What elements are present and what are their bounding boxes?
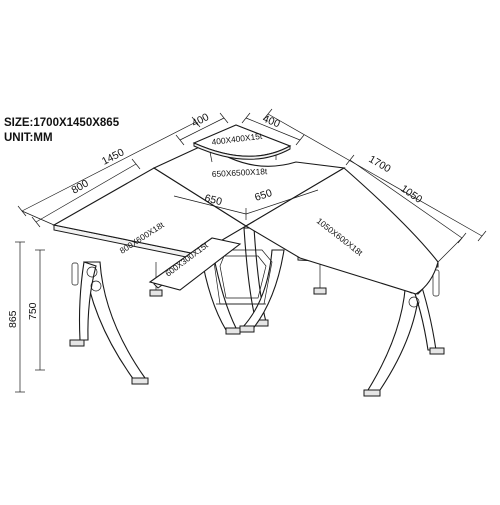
dim-650-right-line — [245, 189, 319, 215]
left-grommet-bottom — [90, 280, 102, 292]
cpu-stand-inner — [219, 255, 267, 299]
dim-400-left-tick-a — [175, 134, 185, 146]
right-desktop-top — [244, 167, 439, 295]
keyboard-tray — [148, 237, 242, 291]
dim-1700-tick-b — [477, 230, 487, 242]
foot-inner-left — [225, 327, 241, 335]
dim-1450-tick-b — [191, 116, 201, 128]
desktop-tops — [52, 143, 439, 295]
shelf-post-left — [209, 151, 213, 163]
corner-shelf-edge — [193, 142, 291, 160]
corner-shelf — [192, 124, 292, 163]
dimension-lines — [15, 108, 487, 393]
left-grommet-top — [86, 266, 98, 278]
right-side-handle — [432, 269, 440, 297]
dim-1700-tick-a — [263, 108, 273, 120]
right-grommet-bottom — [408, 296, 420, 308]
dim-800-tick-b — [131, 158, 141, 170]
dim-650-left-label: 650 — [203, 192, 223, 208]
dim-1700-line — [267, 113, 483, 237]
dim-400-left-label: 400 — [190, 111, 211, 130]
left-side-handle — [71, 262, 79, 286]
foot-back-left — [149, 289, 163, 297]
dim-1450-ext-a — [21, 210, 55, 226]
unit-spec: UNIT:MM — [4, 132, 53, 144]
dim-800-label: 800 — [70, 177, 91, 196]
corner-top-label: 650X6500X18t — [212, 166, 269, 179]
dim-1050-tick-a — [345, 154, 355, 166]
dim-1050-ext — [437, 237, 463, 263]
dim-400-right-line — [245, 117, 301, 141]
dim-800-tick-a — [31, 216, 41, 228]
dim-400-left-tick-b — [219, 112, 229, 124]
dim-400-right-tick-b — [295, 134, 305, 146]
dim-400-right-label: 400 — [261, 113, 282, 131]
foot-back-right — [313, 287, 327, 295]
foot-right-front — [363, 389, 381, 397]
dim-400-left-line — [179, 117, 225, 141]
left-end-leg-back — [78, 261, 97, 341]
foot-right-back — [429, 347, 445, 355]
foot-inner-right — [239, 325, 255, 333]
dim-1050-line — [349, 159, 463, 239]
dim-750-label: 750 — [27, 302, 39, 320]
dim-400-right-tick-a — [241, 112, 251, 124]
dim-1450-line — [21, 121, 197, 212]
foot-left-front — [131, 377, 149, 385]
dim-650-right-label: 650 — [253, 187, 274, 204]
dim-865-label: 865 — [7, 310, 19, 328]
foot-left-back — [69, 339, 85, 347]
dim-650-left-line — [173, 195, 247, 215]
size-spec: SIZE:1700X1450X865 — [4, 117, 120, 129]
dim-800-line — [35, 163, 137, 223]
